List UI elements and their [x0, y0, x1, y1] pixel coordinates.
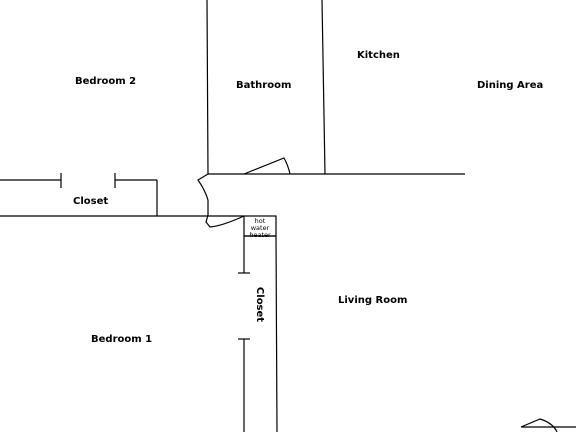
closet-label: Closet: [73, 196, 109, 207]
bathroom-door: [243, 157, 291, 175]
hot-water-heater-label: hot water heater: [249, 217, 271, 239]
front-door: [520, 418, 558, 432]
side-closet-right-wall: [275, 235, 278, 432]
bathroom-left-wall: [206, 0, 209, 175]
bathroom-label: Bathroom: [236, 80, 292, 91]
bedroom-1-label: Bedroom 1: [91, 334, 153, 345]
bedroom-2-label: Bedroom 2: [75, 76, 137, 87]
living-room-label: Living Room: [338, 295, 408, 306]
bathroom-right-wall: [321, 0, 326, 175]
side-closet-label: Closet: [254, 286, 266, 323]
hall-door-lower: [205, 200, 245, 228]
kitchen-label: Kitchen: [357, 50, 400, 61]
dining-area-label: Dining Area: [477, 80, 544, 91]
hall-door-upper: [197, 173, 209, 201]
